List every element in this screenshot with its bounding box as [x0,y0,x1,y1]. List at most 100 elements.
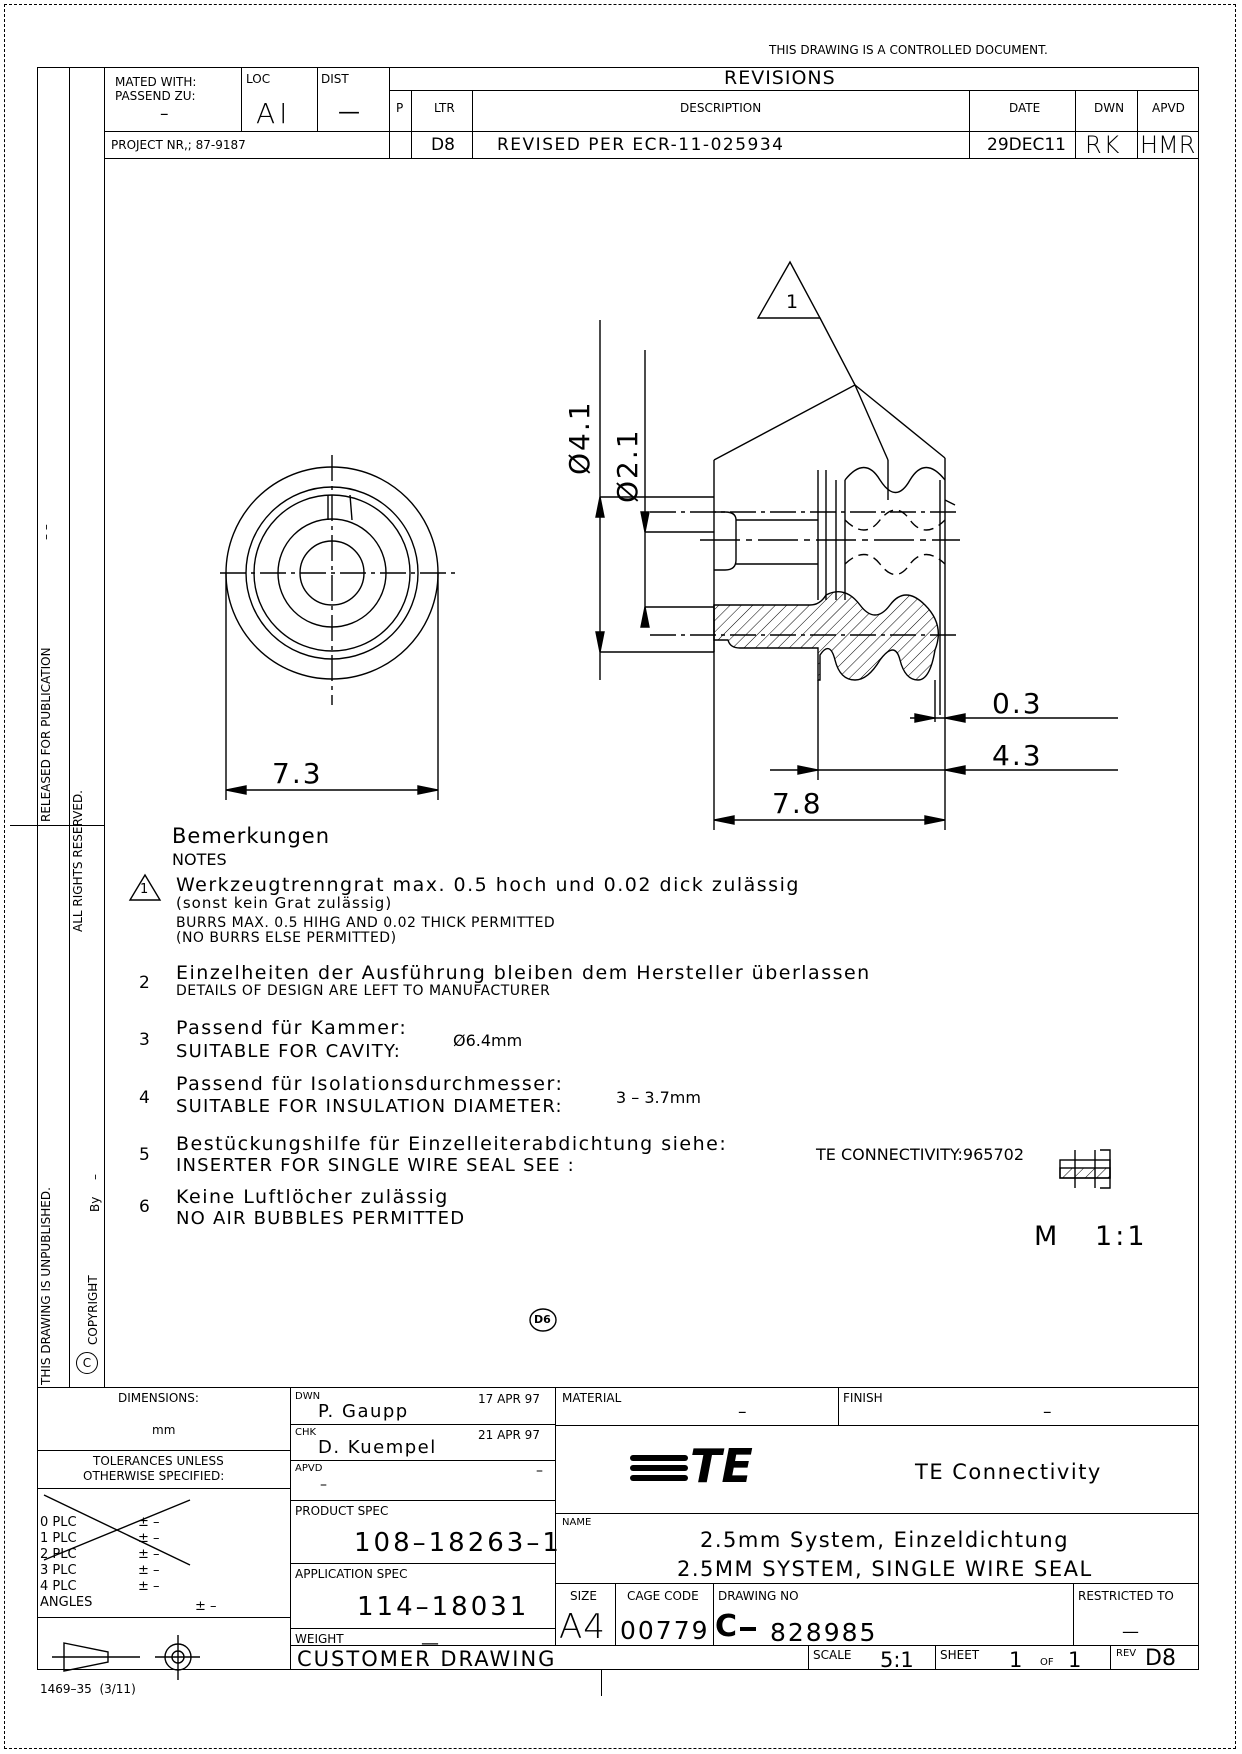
sheet-border [4,4,1236,1749]
tb-mid-line-4 [290,1563,555,1564]
tb-cage-div [713,1583,714,1645]
dim-width-front: 7.3 [272,757,323,790]
drawing-no-label: DRAWING NO [718,1589,799,1603]
note-4-value: 3 – 3.7mm [616,1088,701,1107]
tb-finish-div [838,1387,839,1425]
note-3-number: 3 [139,1030,150,1050]
dimensions-label: DIMENSIONS: [118,1391,199,1405]
weight-label: WEIGHT [295,1632,344,1646]
dist-value: — [338,100,361,125]
tb-mid-line-1 [290,1424,555,1425]
header-line-1 [104,131,1199,132]
project-nr: PROJECT NR,; 87-9187 [111,138,246,152]
rev-col-dwn [1075,90,1076,158]
dim-length-side: 7.8 [772,787,823,820]
angles-label: ANGLES [40,1595,93,1610]
apvd-label: APVD [295,1463,323,1474]
tol-row-0-label: 0 PLC [40,1515,77,1530]
tb-div-left [290,1387,291,1670]
note-3-de: Passend für Kammer: [176,1017,408,1039]
dist-label: DIST [321,72,349,86]
note-4-en: SUITABLE FOR INSULATION DIAMETER: [176,1096,563,1117]
dim-43: 4.3 [992,739,1043,772]
name-label: NAME [562,1517,592,1528]
tol-row-3-value: ± – [138,1563,160,1578]
note-5-value: TE CONNECTIVITY:965702 [816,1145,1024,1164]
rev-col-date-label: DATE [1009,101,1041,115]
tb-top-line [37,1387,1199,1388]
tol-row-2-label: 2 PLC [40,1547,77,1562]
product-spec-label: PRODUCT SPEC [295,1504,389,1518]
note-1-de2: (sonst kein Grat zulässig) [176,894,393,912]
of-label: OF [1040,1657,1054,1668]
note-1-en: BURRS MAX. 0.5 HIHG AND 0.02 THICK PERMI… [176,915,556,931]
copyright-symbol: C [76,1352,98,1374]
rev-col-apvd-label: APVD [1152,101,1185,115]
form-number: 1469–35 (3/11) [40,1682,136,1696]
passend-zu-label: PASSEND ZU: [115,89,196,103]
name-en: 2.5MM SYSTEM, SINGLE WIRE SEAL [677,1557,1093,1581]
company-name: TE Connectivity [915,1460,1102,1484]
mated-with-label: MATED WITH: [115,75,197,89]
note-6-de: Keine Luftlöcher zulässig [176,1186,449,1208]
tol-row-0-value: ± – [138,1515,160,1530]
scale-value: 5:1 [880,1648,914,1672]
dim-03: 0.3 [992,687,1043,720]
tol-row-1-label: 1 PLC [40,1531,77,1546]
notes-title-en: NOTES [172,850,227,869]
rev-col-ltr-label: LTR [434,101,455,115]
dwn-label: DWN [295,1391,321,1402]
rev-label: REV [1116,1648,1137,1659]
rev-description: REVISED PER ECR-11-025934 [497,135,785,155]
material-label: MATERIAL [562,1391,622,1405]
customer-drawing: CUSTOMER DRAWING [297,1647,557,1671]
front-view [220,455,455,800]
tb-rev-div [1110,1645,1111,1670]
tol-row-4-label: 4 PLC [40,1579,77,1594]
tb-sheet-div [935,1645,936,1670]
note-2-de: Einzelheiten der Ausführung bleiben dem … [176,962,871,984]
tb-bottom-line [290,1645,1199,1646]
note-3-en: SUITABLE FOR CAVITY: [176,1041,402,1062]
rev-apvd: HMR [1140,131,1196,159]
tb-mid-line-3 [290,1500,555,1501]
note-2-number: 2 [139,973,150,993]
tb-mid-line-2 [290,1460,555,1461]
te-logo: TE [630,1443,800,1491]
cage-code-label: CAGE CODE [627,1589,699,1603]
dimensions-unit: mm [152,1423,176,1437]
finish-label: FINISH [843,1391,883,1405]
note-5-de: Bestückungshilfe für Einzelleiterabdicht… [176,1133,728,1155]
tb-div-mid [555,1387,556,1645]
header-div-loc [241,67,242,131]
te-logo-text: TE [690,1439,753,1493]
chk-date: 21 APR 97 [478,1428,540,1442]
note-2-en: DETAILS OF DESIGN ARE LEFT TO MANUFACTUR… [176,983,551,999]
tol-row-4-value: ± – [138,1579,160,1594]
projection-symbol [52,1635,200,1680]
rev-ltr: D8 [431,135,455,155]
rev-col-ltr [472,90,473,158]
dwn-name: P. Gaupp [318,1401,409,1422]
rev-value: D8 [1145,1646,1176,1671]
rev-col-dwn-label: DWN [1094,101,1125,115]
loc-label: LOC [246,72,271,86]
note-1-en2: (NO BURRS ELSE PERMITTED) [176,930,397,946]
note-flag-number: 1 [786,291,799,313]
note1-triangle [128,873,162,901]
scale-mark: M 1:1 [1034,1221,1148,1252]
header-div-rev [389,67,390,158]
tb-scale-div [808,1645,809,1670]
note-6-number: 6 [139,1197,150,1217]
tol-row-2-value: ± – [138,1547,160,1562]
apvd-value-2: – [536,1463,543,1479]
rev-dwn: RK [1085,131,1122,159]
header-div-dist [317,67,318,131]
rev-col-apvd [1137,90,1138,158]
note-1-de: Werkzeugtrenngrat max. 0.5 hoch und 0.02… [176,874,800,896]
tb-left-line-1 [37,1450,290,1451]
angles-value: ± – [195,1599,217,1614]
apvd-value: – [320,1477,327,1493]
drawing-no-prefix: C [715,1609,738,1644]
size-value: A4 [559,1607,606,1647]
